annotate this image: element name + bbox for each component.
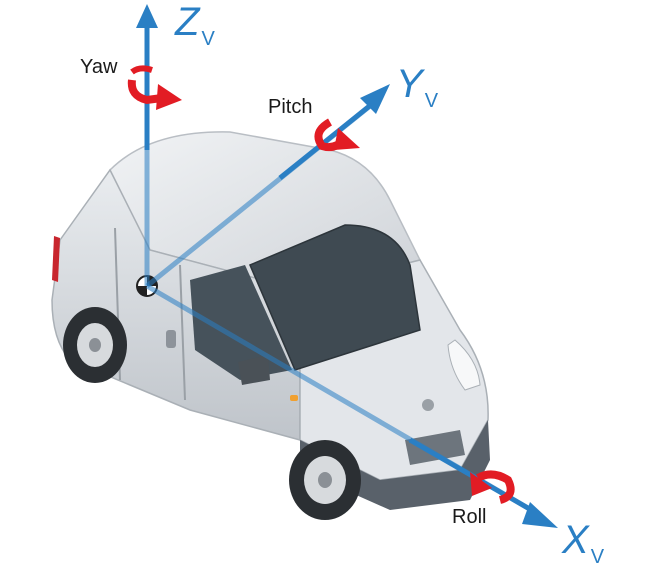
z-axis xyxy=(136,4,158,286)
y-axis-name: Y xyxy=(396,62,423,106)
roll-rotation-arrow-icon xyxy=(470,470,515,504)
yaw-rotation-arrow-icon xyxy=(127,65,182,110)
yaw-label: Yaw xyxy=(80,56,118,78)
pitch-label: Pitch xyxy=(268,96,313,118)
z-axis-subscript: V xyxy=(201,28,215,50)
z-axis-arrowhead-icon xyxy=(136,4,158,28)
y-axis xyxy=(145,84,390,288)
y-axis-arrowhead-icon xyxy=(360,84,390,114)
z-axis-name: Z xyxy=(175,0,200,44)
x-axis-subscript: V xyxy=(590,546,605,568)
x-axis-name: X xyxy=(562,518,589,562)
pitch-rotation-arrow-icon xyxy=(314,118,360,152)
x-axis-arrowhead-icon xyxy=(522,502,558,528)
rear-wheel xyxy=(63,307,127,383)
front-wheel xyxy=(289,440,361,520)
y-axis-subscript: V xyxy=(424,90,439,112)
roll-label: Roll xyxy=(452,506,487,528)
van-illustration xyxy=(51,131,490,520)
